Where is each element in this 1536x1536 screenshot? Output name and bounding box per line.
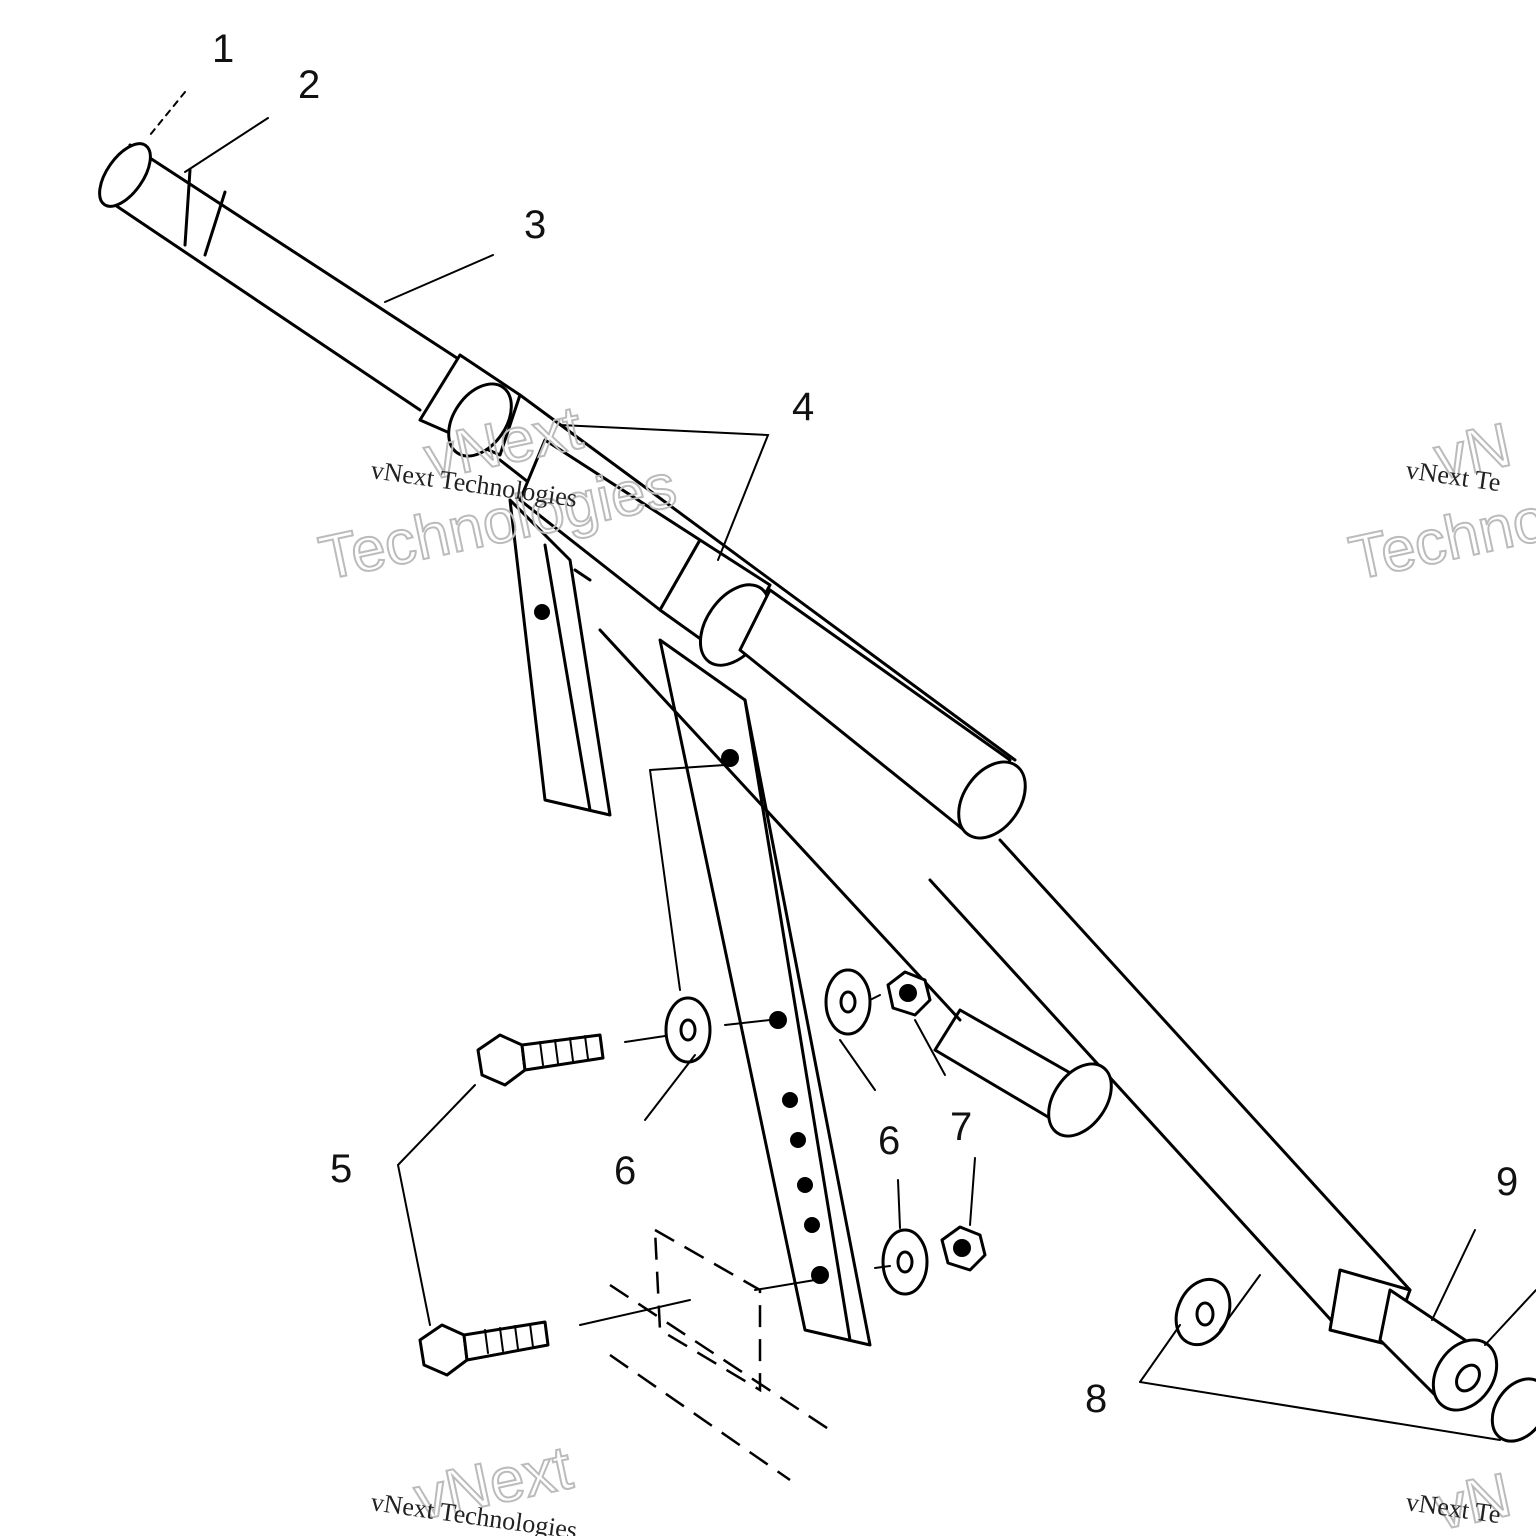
callout-6-right: 6 [878, 1119, 900, 1163]
callout-2: 2 [298, 63, 320, 107]
alignment-lines [579, 764, 891, 1326]
bolt-upper [476, 1033, 605, 1087]
watermark-right-big-line1: vN [1429, 410, 1517, 493]
callout-8: 8 [1085, 1377, 1107, 1421]
callout-1: 1 [212, 27, 234, 71]
watermark-bottom-right-big: vN [1429, 1460, 1517, 1536]
mount-plate [598, 628, 962, 1347]
watermark-bottom: vNext vNext Technologies vN vNext Te [369, 1432, 1518, 1536]
left-bracket-arm [508, 498, 612, 817]
washers [664, 968, 1232, 1347]
nuts [886, 970, 987, 1272]
callout-numbers: 1 2 3 4 5 6 6 7 8 9 [212, 27, 1518, 1421]
leader-lines [149, 91, 1536, 1441]
callout-7: 7 [950, 1105, 972, 1149]
callout-4: 4 [792, 385, 814, 429]
watermark-right-big-line2: Techno [1344, 485, 1536, 594]
bolt-lower [418, 1320, 550, 1377]
callout-3: 3 [524, 203, 546, 247]
callout-5: 5 [330, 1147, 352, 1191]
main-shaft [98, 142, 1536, 1443]
callout-9: 9 [1496, 1160, 1518, 1204]
callout-6-left: 6 [614, 1149, 636, 1193]
watermark-right: vN Techno vNext Te [1343, 409, 1536, 594]
